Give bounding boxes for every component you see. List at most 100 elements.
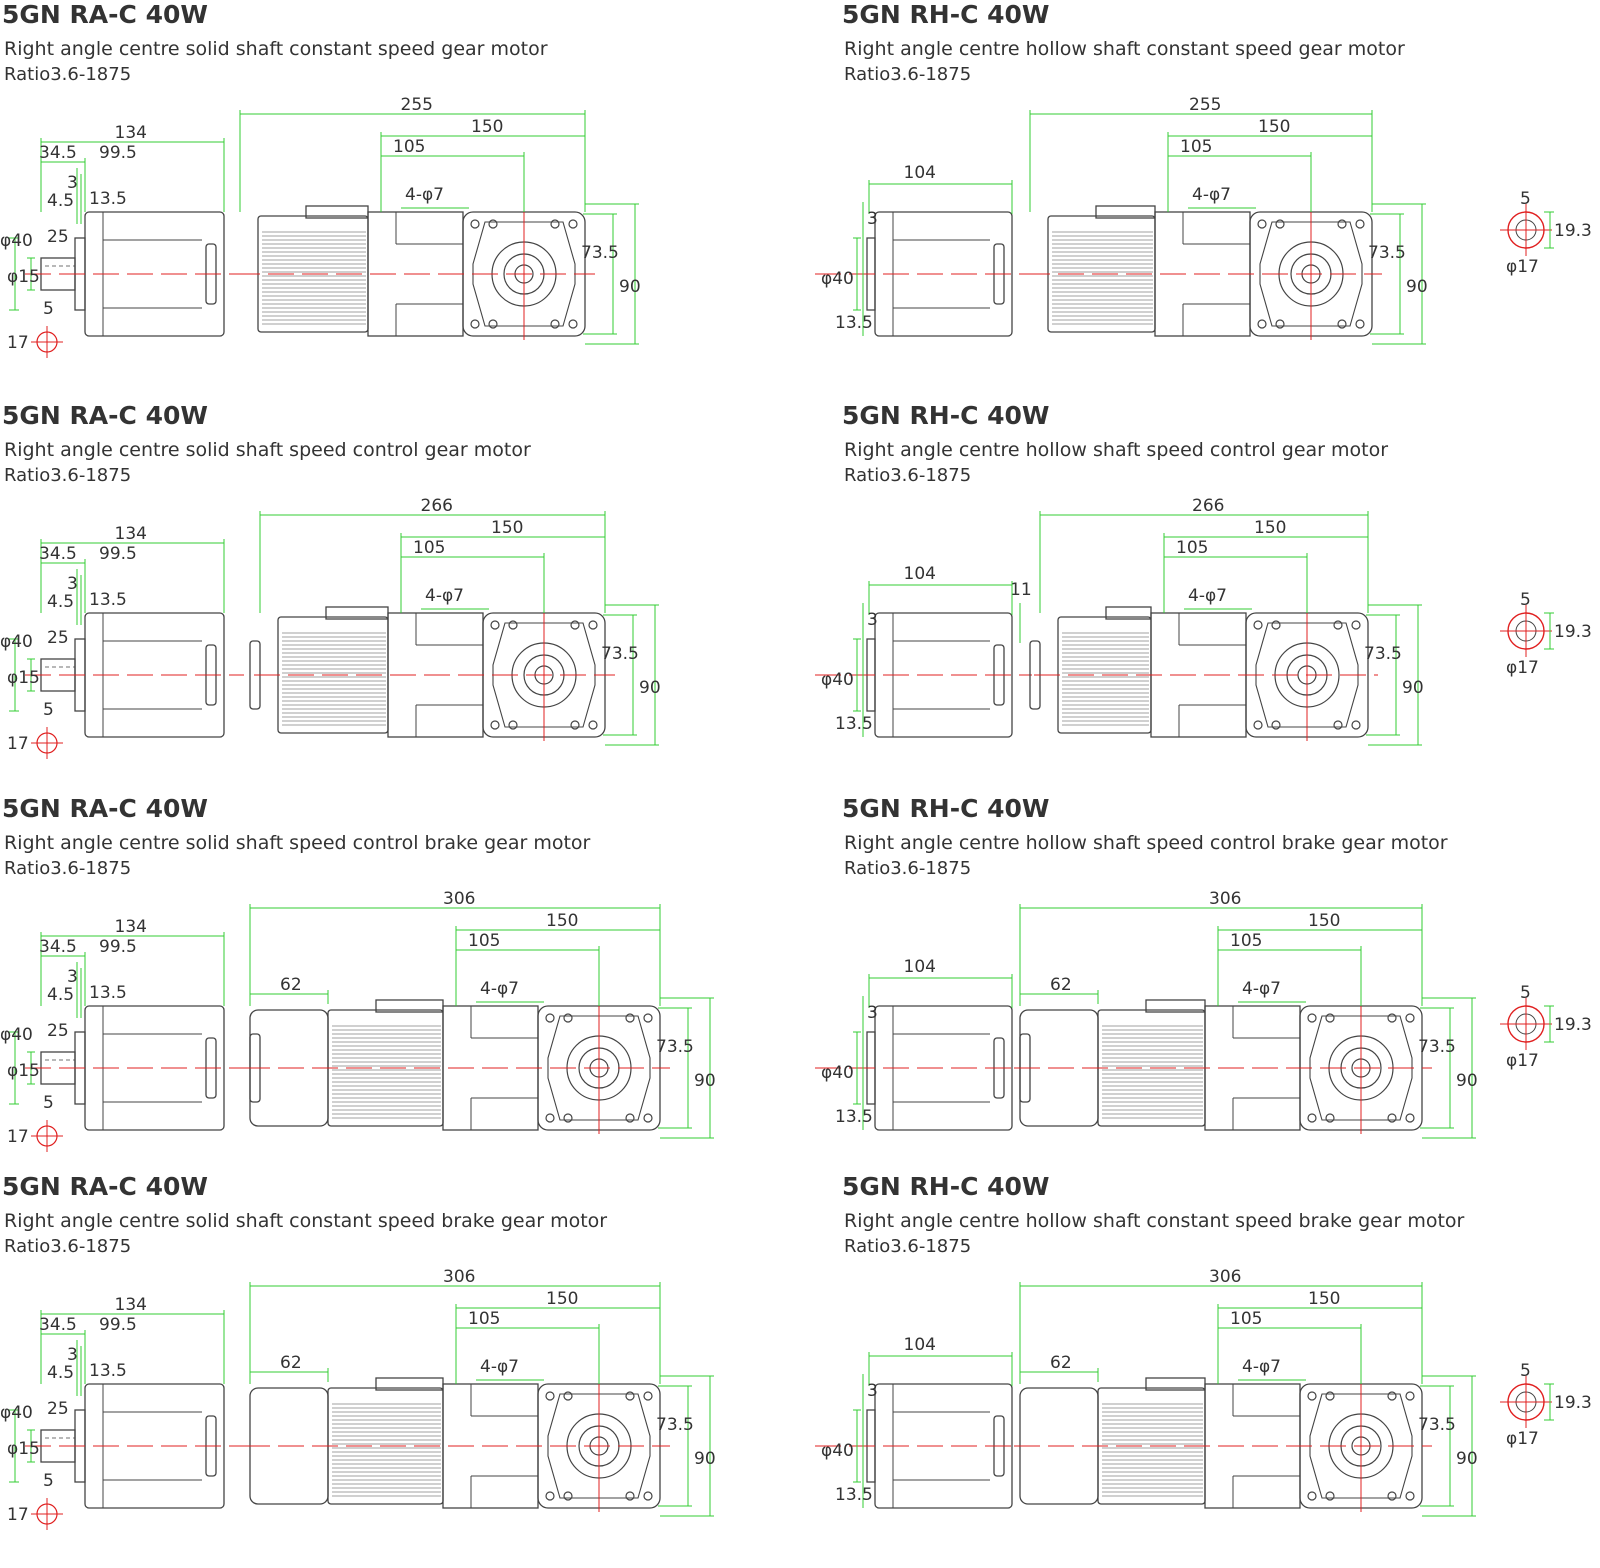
dim-shaft-diameter: φ15 xyxy=(7,267,40,287)
dim-body-length: 99.5 xyxy=(99,1315,137,1335)
dim-center-offset: 105 xyxy=(413,538,445,558)
dim-center-offset: 105 xyxy=(468,931,500,951)
flange-octagon xyxy=(492,622,596,728)
model-title: 5GN RH-C 40W xyxy=(842,0,1050,29)
dim-hole-spec: 4-φ7 xyxy=(1188,586,1227,606)
dim-key-width: 5 xyxy=(1520,189,1531,209)
mounting-hole xyxy=(1257,319,1267,329)
mounting-hole xyxy=(1325,1013,1335,1023)
dim-shaft-length: 34.5 xyxy=(39,937,77,957)
mounting-hole xyxy=(563,1491,573,1501)
mounting-hole xyxy=(1325,1491,1335,1501)
mounting-hole xyxy=(490,620,500,630)
mounting-hole xyxy=(643,1491,653,1501)
mounting-hole xyxy=(545,1013,555,1023)
dim-key-width: 5 xyxy=(43,1471,54,1491)
dim-key-width: 5 xyxy=(43,299,54,319)
dim-key-height: 17 xyxy=(7,734,29,754)
dim-gearbox-length: 150 xyxy=(1308,1289,1340,1309)
dim-step: 4.5 xyxy=(47,191,74,211)
gearbox-body xyxy=(1150,612,1247,738)
dim-total-length: 266 xyxy=(1192,496,1224,516)
dim-side-length: 104 xyxy=(904,1335,936,1355)
dim-shaft-diameter: φ15 xyxy=(7,1439,40,1459)
dim-center-offset: 105 xyxy=(1230,931,1262,951)
mounting-hole xyxy=(1387,1391,1397,1401)
dim-pilot-diameter: φ40 xyxy=(0,632,33,652)
mounting-hole xyxy=(563,1113,573,1123)
dim-brake-length: 62 xyxy=(1050,975,1072,995)
mounting-hole xyxy=(1307,1013,1317,1023)
mounting-hole xyxy=(625,1491,635,1501)
dim-key-width: 5 xyxy=(1520,1361,1531,1381)
dim-bore-depth: 19.3 xyxy=(1554,1015,1592,1035)
dim-boss-thickness: 3 xyxy=(67,967,78,987)
dim-side-length: 134 xyxy=(115,1295,147,1315)
dim-bore-depth: 19.3 xyxy=(1554,622,1592,642)
mounting-hole xyxy=(643,1113,653,1123)
dim-boss-thickness: 3 xyxy=(867,1003,878,1023)
dim-gearbox-length: 150 xyxy=(471,117,503,137)
dim-flange-outer: 90 xyxy=(694,1071,716,1091)
dim-pilot: 13.5 xyxy=(89,1361,127,1381)
dim-step: 4.5 xyxy=(47,1363,74,1383)
ratio-range: Ratio3.6-1875 xyxy=(4,465,132,486)
model-description: Right angle centre solid shaft speed con… xyxy=(4,832,591,854)
dim-body-length: 99.5 xyxy=(99,544,137,564)
mounting-hole xyxy=(1355,219,1365,229)
dim-total-length: 306 xyxy=(1209,1267,1241,1287)
mounting-hole xyxy=(588,720,598,730)
flange-octagon xyxy=(1309,1393,1413,1499)
dim-brake-length: 62 xyxy=(280,975,302,995)
mounting-hole xyxy=(1325,1391,1335,1401)
mounting-hole xyxy=(1333,620,1343,630)
dim-body-length: 99.5 xyxy=(99,143,137,163)
mounting-hole xyxy=(1275,219,1285,229)
mounting-hole xyxy=(1355,319,1365,329)
dim-side-length: 134 xyxy=(115,123,147,143)
dim-flange-inner: 73.5 xyxy=(656,1037,694,1057)
mounting-hole xyxy=(550,319,560,329)
dim-key-width: 5 xyxy=(1520,983,1531,1003)
dim-pilot-diameter: φ40 xyxy=(0,231,33,251)
dim-flange-inner: 73.5 xyxy=(656,1415,694,1435)
mounting-hole xyxy=(568,319,578,329)
mounting-hole xyxy=(1271,720,1281,730)
model-title: 5GN RH-C 40W xyxy=(842,794,1050,823)
mounting-hole xyxy=(1333,720,1343,730)
dim-boss-thickness: 3 xyxy=(67,173,78,193)
dim-gearbox-length: 150 xyxy=(546,1289,578,1309)
mounting-hole xyxy=(643,1391,653,1401)
dim-key-length: 25 xyxy=(47,227,69,247)
dim-key-height: 17 xyxy=(7,333,29,353)
ratio-range: Ratio3.6-1875 xyxy=(844,858,972,879)
mounting-hole xyxy=(1405,1491,1415,1501)
mounting-hole xyxy=(1253,620,1263,630)
mounting-hole xyxy=(488,319,498,329)
dim-pilot-diameter: φ40 xyxy=(821,1063,854,1083)
mounting-hole xyxy=(470,219,480,229)
mounting-hole xyxy=(625,1391,635,1401)
dim-flange-inner: 73.5 xyxy=(1418,1415,1456,1435)
dim-flange-outer: 90 xyxy=(1456,1071,1478,1091)
dim-gearbox-length: 150 xyxy=(1254,518,1286,538)
dim-gearbox-length: 150 xyxy=(1258,117,1290,137)
mounting-hole xyxy=(570,720,580,730)
flange-octagon xyxy=(1309,1015,1413,1121)
ratio-range: Ratio3.6-1875 xyxy=(4,64,132,85)
dim-hole-spec: 4-φ7 xyxy=(480,979,519,999)
dim-step: 4.5 xyxy=(47,985,74,1005)
mounting-hole xyxy=(508,720,518,730)
dim-pilot: 13.5 xyxy=(89,983,127,1003)
dim-boss-thickness: 3 xyxy=(867,610,878,630)
